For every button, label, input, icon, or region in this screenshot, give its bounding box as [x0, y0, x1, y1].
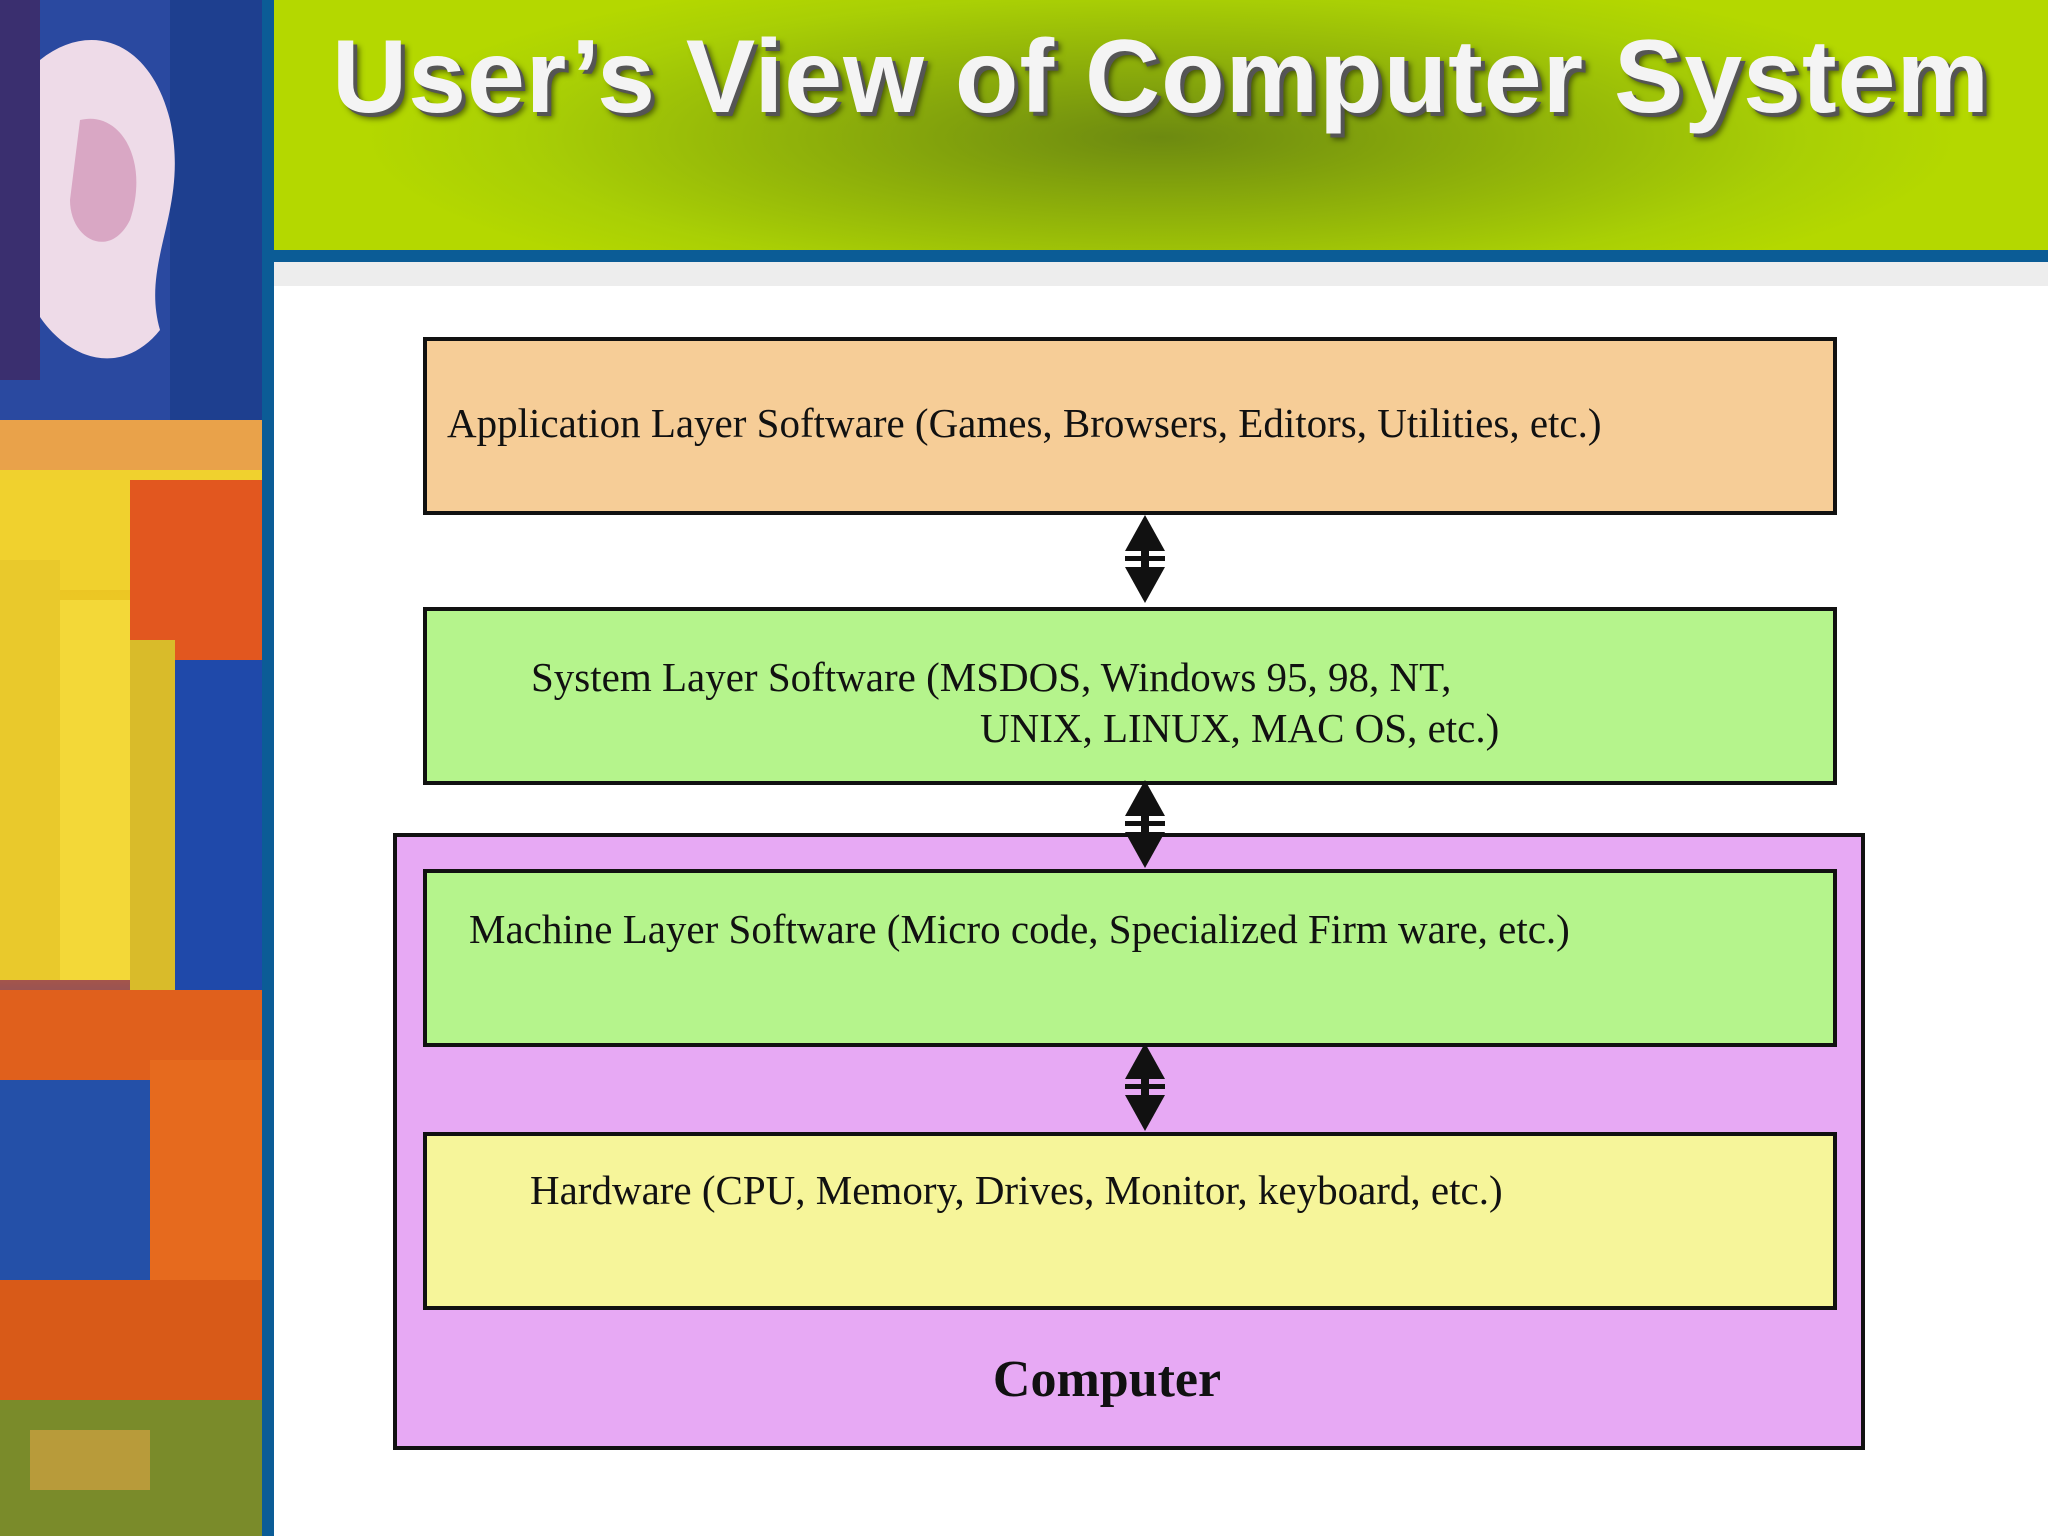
double-arrow-icon — [1125, 515, 1165, 603]
application-layer-label: Application Layer Software (Games, Brows… — [447, 400, 1602, 446]
computer-label: Computer — [992, 1351, 1222, 1408]
left-accent-rule — [262, 0, 274, 1536]
title-banner: User’s View of Computer System — [274, 0, 2048, 250]
application-layer-box: Application Layer Software (Games, Brows… — [423, 337, 1837, 515]
machine-layer-label: Machine Layer Software (Micro code, Spec… — [469, 906, 1570, 952]
system-layer-label-line1: System Layer Software (MSDOS, Windows 95… — [531, 654, 1452, 700]
header-shadow-band — [274, 262, 2048, 286]
double-arrow-icon — [1125, 780, 1165, 868]
slide-title: User’s View of Computer System — [332, 19, 1990, 135]
header-accent-rule — [274, 250, 2048, 262]
painting-artwork — [0, 0, 262, 1536]
hardware-layer-label: Hardware (CPU, Memory, Drives, Monitor, … — [530, 1167, 1503, 1213]
decorative-painting — [0, 0, 262, 1536]
system-layer-label-line2: UNIX, LINUX, MAC OS, etc.) — [980, 705, 1500, 751]
machine-layer-box: Machine Layer Software (Micro code, Spec… — [423, 869, 1837, 1047]
double-arrow-icon — [1125, 1043, 1165, 1131]
hardware-layer-box: Hardware (CPU, Memory, Drives, Monitor, … — [423, 1132, 1837, 1310]
system-layer-box: System Layer Software (MSDOS, Windows 95… — [423, 607, 1837, 785]
